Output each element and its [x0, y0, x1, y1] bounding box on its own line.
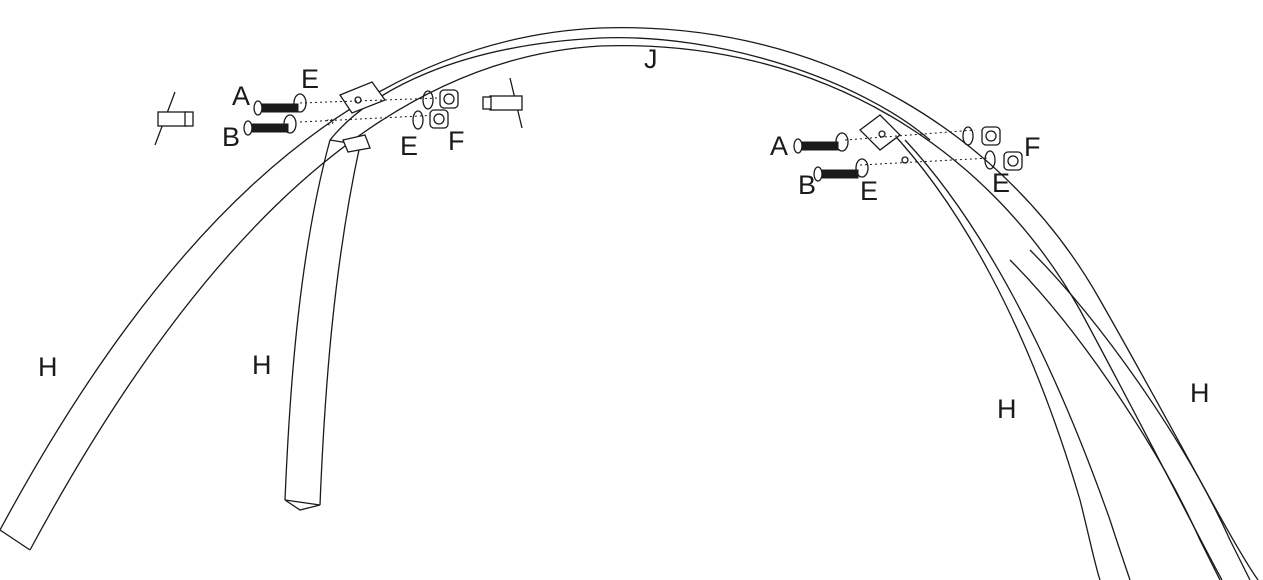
arch-inner-right: [879, 119, 1251, 580]
label-arch-inner-right: H: [997, 394, 1017, 424]
label-connector-j: J: [644, 44, 658, 74]
arch-far-left: [0, 26, 1259, 580]
left-hardware: [243, 89, 459, 136]
label-right-washer-bottom-right: E: [992, 168, 1011, 198]
label-left-bolt-b: B: [222, 122, 241, 152]
left-connector-plate: [339, 81, 387, 153]
label-right-nut: F: [1024, 132, 1041, 162]
label-right-washer-bottom-left: E: [860, 176, 879, 206]
label-arch-inner-left: H: [252, 350, 272, 380]
right-connector-plate: [859, 114, 909, 164]
label-left-bolt-a: A: [232, 81, 251, 111]
label-arch-far-right: H: [1190, 378, 1210, 408]
label-left-washer-bottom: E: [400, 131, 419, 161]
detail-inset-right: [482, 77, 523, 129]
label-left-nut: F: [448, 126, 465, 156]
label-right-bolt-a: A: [770, 131, 789, 161]
detail-inset-left: [154, 91, 194, 146]
label-arch-far-left: H: [38, 352, 58, 382]
right-hardware: [793, 126, 1023, 182]
label-left-washer-top: E: [301, 64, 320, 94]
arch-inner-left: [284, 36, 931, 511]
label-right-bolt-b: B: [798, 170, 817, 200]
